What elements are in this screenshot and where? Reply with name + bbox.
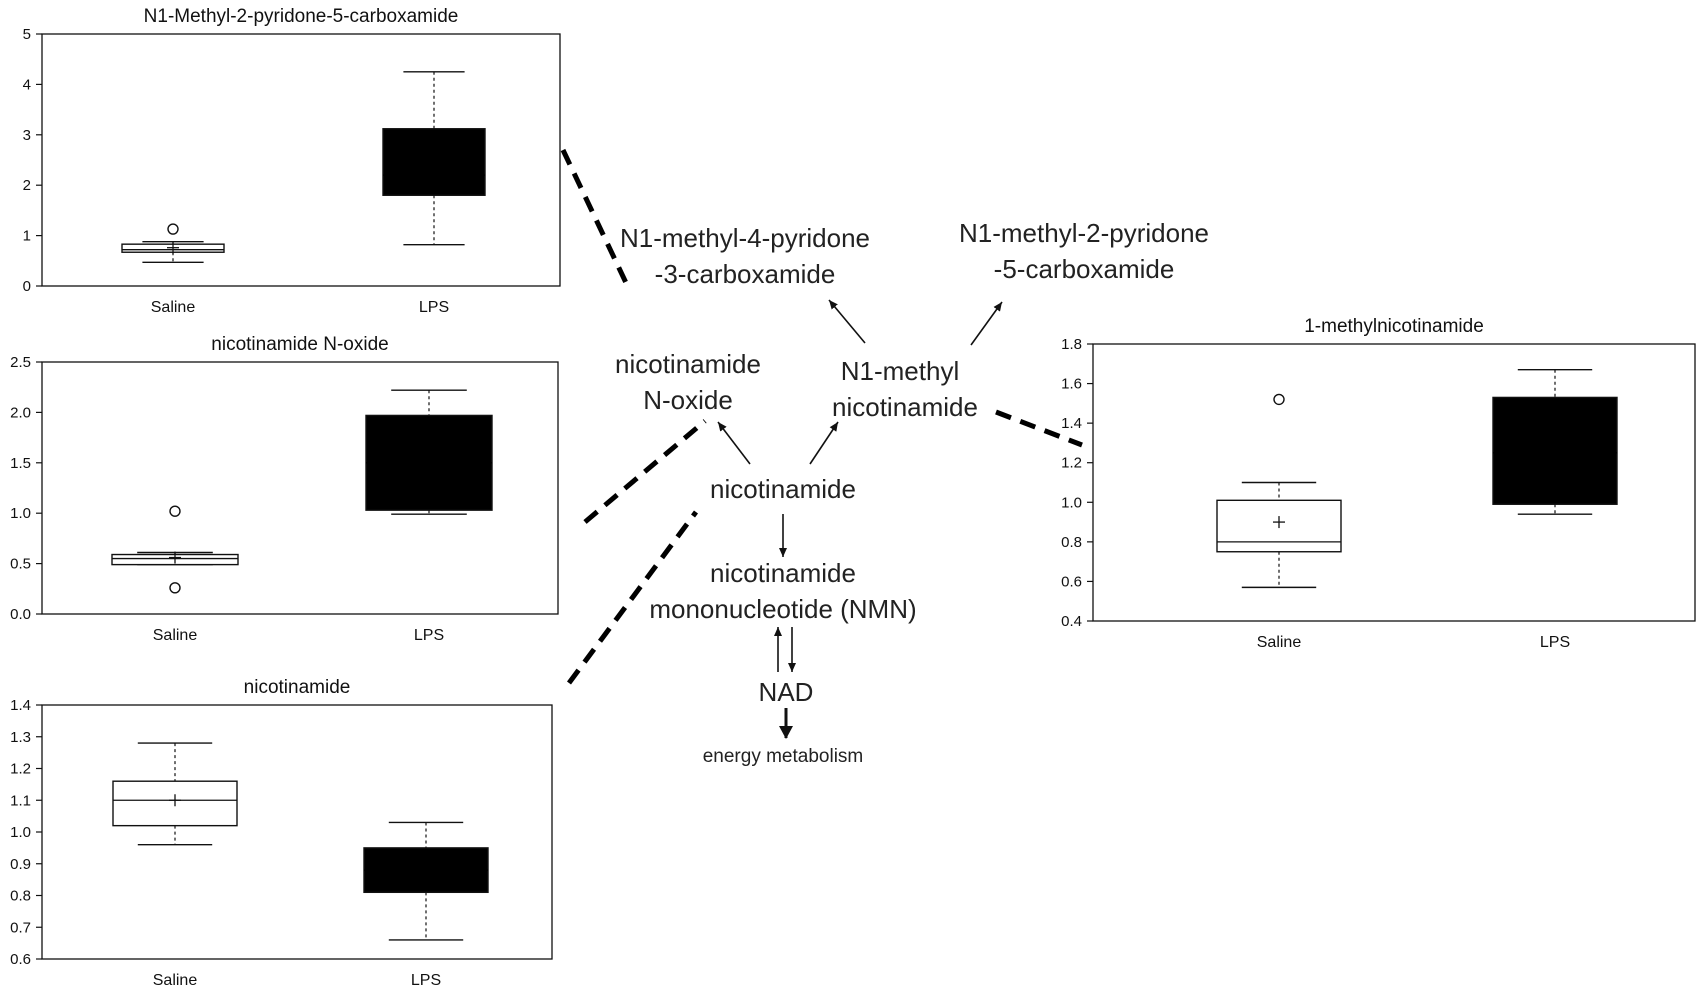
- outlier-point: [167, 223, 179, 235]
- box-saline: [112, 742, 238, 846]
- y-tick-label: 1.0: [10, 505, 31, 522]
- y-tick-label: 1.2: [10, 761, 31, 778]
- y-tick-label: 0.7: [10, 919, 31, 936]
- y-tick-label: 0.5: [10, 556, 31, 573]
- y-tick-label: 4: [23, 76, 31, 93]
- x-category-label: Saline: [153, 627, 198, 644]
- y-tick-label: 2.5: [10, 354, 31, 371]
- chart-title: nicotinamide N-oxide: [211, 334, 388, 355]
- y-tick-label: 1.8: [1061, 336, 1082, 353]
- connector-pyridone-chart: [560, 148, 631, 289]
- node-n1-methyl-2-pyridone-line1: N1-methyl-2-pyridone: [959, 218, 1209, 248]
- node-nmn-line1: nicotinamide: [710, 558, 856, 588]
- arrow-to-n1-methyl: [809, 421, 839, 465]
- node-n1-methyl-2-pyridone-line2: -5-carboxamide: [994, 254, 1175, 284]
- iqr-box: [1492, 396, 1618, 505]
- y-tick-label: 2: [23, 177, 31, 194]
- iqr-box: [382, 128, 486, 196]
- box-lps: [382, 71, 486, 246]
- plot-frame: [41, 33, 561, 287]
- y-tick-label: 0.8: [1061, 534, 1082, 551]
- node-nmn-line2: mononucleotide (NMN): [649, 594, 916, 624]
- boxplot-1-methylnicotinamide: 1-methylnicotinamide 0.4 0.6 0.8 1.0 1.2 1.4 1.…: [1061, 316, 1696, 651]
- y-tick-label: 1.5: [10, 455, 31, 472]
- x-category-label: Saline: [151, 299, 196, 316]
- boxplot-n1-methyl-2-pyridone-5-carboxamide: N1-Methyl-2-pyridone-5-carboxamide 0 1 2 3 4 5…: [23, 6, 561, 316]
- y-tick-label: 0.8: [10, 888, 31, 905]
- x-category-label: LPS: [414, 627, 444, 644]
- y-tick-label: 1.0: [10, 824, 31, 841]
- node-nad: NAD: [759, 677, 814, 707]
- outlier-point: [1273, 393, 1285, 406]
- y-tick-label: 1.4: [1061, 415, 1082, 432]
- x-category-label: LPS: [1540, 634, 1570, 651]
- y-tick-label: 0.6: [1061, 573, 1082, 590]
- outlier-point: [169, 505, 181, 517]
- box-saline: [111, 505, 239, 594]
- box-saline: [1216, 393, 1342, 589]
- chart-title: nicotinamide: [244, 677, 351, 698]
- box-lps: [363, 821, 489, 941]
- y-tick-label: 1.2: [1061, 455, 1082, 472]
- node-energy-metabolism: energy metabolism: [703, 746, 864, 767]
- node-nicotinamide-n-oxide-line1: nicotinamide: [615, 349, 761, 379]
- x-category-label: Saline: [1257, 634, 1302, 651]
- chart-title: 1-methylnicotinamide: [1304, 316, 1484, 337]
- node-nicotinamide-n-oxide-line2: N-oxide: [643, 385, 733, 415]
- box-saline: [121, 223, 225, 264]
- y-tick-label: 1.6: [1061, 376, 1082, 393]
- y-tick-label: 1.0: [1061, 494, 1082, 511]
- node-nicotinamide: nicotinamide: [710, 474, 856, 504]
- arrow-to-n-oxide: [717, 421, 751, 465]
- connector-nicotinamide-chart: [566, 510, 699, 685]
- y-tick-label: 0.6: [10, 951, 31, 968]
- x-category-label: LPS: [419, 299, 449, 316]
- plot-frame: [1092, 343, 1696, 622]
- pathway-arrows: [717, 299, 1003, 739]
- arrow-to-2-pyridone: [970, 301, 1003, 346]
- connector-n-oxide-chart: [583, 419, 707, 524]
- y-tick-label: 0.0: [10, 606, 31, 623]
- y-tick-label: 1.4: [10, 697, 31, 714]
- y-tick-label: 5: [23, 26, 31, 43]
- node-n1-methyl-4-pyridone-line1: N1-methyl-4-pyridone: [620, 223, 870, 253]
- y-tick-label: 1: [23, 228, 31, 245]
- box-lps: [1492, 369, 1618, 515]
- node-n1-methyl-nicotinamide-line2: nicotinamide: [832, 392, 978, 422]
- arrow-to-4-pyridone: [828, 299, 866, 344]
- box-lps: [365, 389, 493, 515]
- chart-title: N1-Methyl-2-pyridone-5-carboxamide: [144, 6, 459, 27]
- node-n1-methyl-nicotinamide-line1: N1-methyl: [841, 356, 959, 386]
- plot-frame: [41, 361, 559, 615]
- x-category-label: LPS: [411, 972, 441, 989]
- y-tick-label: 0: [23, 278, 31, 295]
- x-category-label: Saline: [153, 972, 198, 989]
- chart-connectors: [560, 148, 1083, 685]
- y-tick-label: 1.3: [10, 729, 31, 746]
- y-tick-label: 2.0: [10, 404, 31, 421]
- y-tick-label: 1.1: [10, 792, 31, 809]
- boxplot-nicotinamide-n-oxide: nicotinamide N-oxide 0.0 0.5 1.0 1.5 2.0 2.5Sa…: [10, 334, 559, 644]
- y-tick-label: 3: [23, 127, 31, 144]
- connector-methylnicotinamide-chart: [995, 409, 1083, 448]
- node-n1-methyl-4-pyridone-line2: -3-carboxamide: [655, 259, 836, 289]
- pathway-nodes: N1-methyl-4-pyridone -3-carboxamide N1-m…: [615, 218, 1209, 767]
- plot-frame: [41, 704, 553, 960]
- outlier-point: [169, 582, 181, 594]
- y-tick-label: 0.4: [1061, 613, 1082, 630]
- y-tick-label: 0.9: [10, 856, 31, 873]
- boxplot-nicotinamide: nicotinamide 0.6 0.7 0.8 0.9 1.0 1.1 1.2 1.3 1.4S…: [10, 677, 553, 989]
